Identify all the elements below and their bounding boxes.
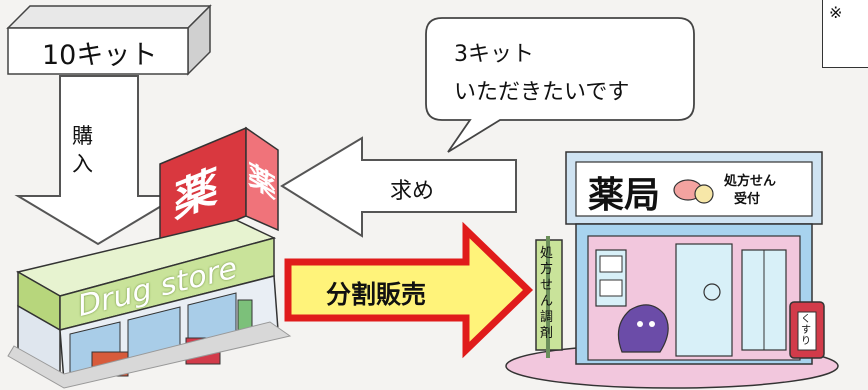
pharmacy-small-sign-text: くすり (801, 314, 811, 347)
purchase-down-arrow (14, 75, 182, 246)
request-left-arrow (280, 136, 517, 238)
pharmacy-sign-sub-1: 処方せん (724, 174, 777, 189)
drugstore-building (7, 126, 292, 389)
speech-line-1: 3キット (454, 42, 534, 67)
purchase-label: 購 入 (72, 124, 93, 176)
kit-box-label: 10キット (42, 40, 158, 71)
pharmacy-side-banner-text: 処方せん調剤 (540, 246, 554, 341)
note-marker: ※ (829, 3, 843, 22)
sale-label: 分割販売 (326, 280, 427, 309)
pharmacy-sign-sub-2: 受付 (734, 192, 761, 207)
speech-line-2: いただきたいです (454, 80, 630, 105)
kit-box (6, 4, 212, 76)
note-box: ※ (822, 0, 868, 68)
request-label: 求め (390, 179, 435, 204)
speech-bubble (425, 17, 695, 153)
pharmacy-sign-text: 薬局 (588, 175, 661, 216)
